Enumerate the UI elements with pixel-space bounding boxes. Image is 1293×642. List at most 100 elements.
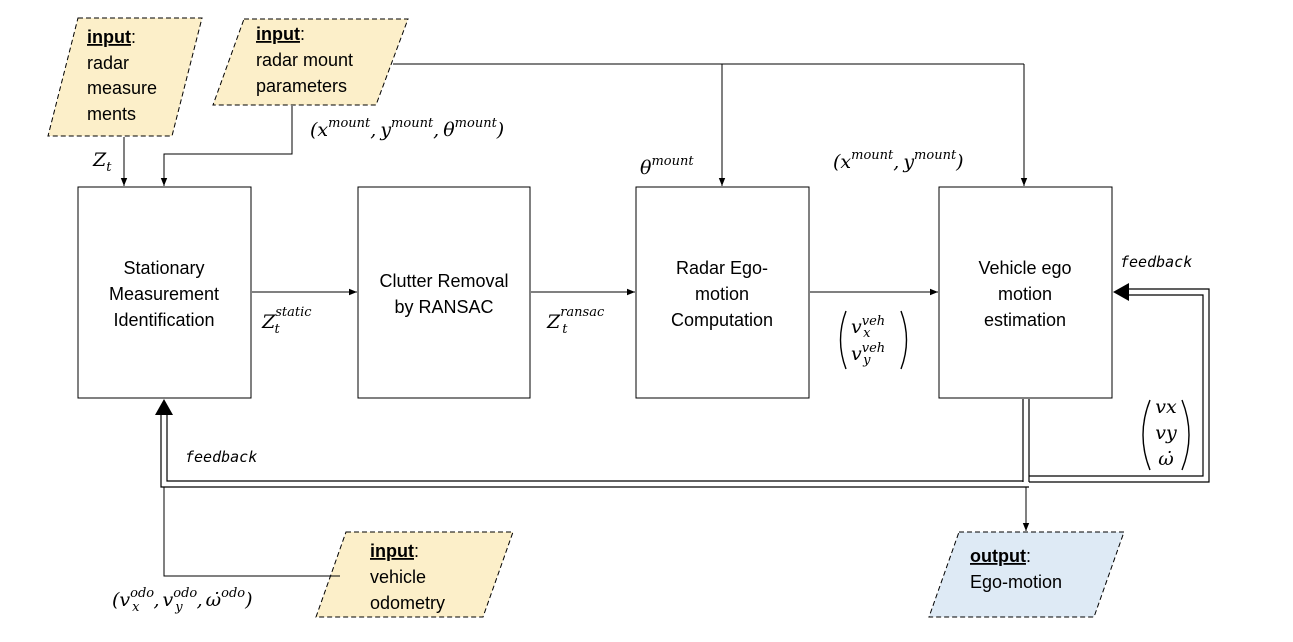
mount-x-sup: mount bbox=[328, 116, 371, 131]
mount-open: ( bbox=[310, 119, 318, 141]
mountxy-comma: , bbox=[893, 151, 899, 173]
label-vec-out: vx vy ω̇ bbox=[1142, 396, 1190, 471]
vveh-sup1: veh bbox=[862, 314, 885, 329]
input-colon: : bbox=[414, 541, 419, 561]
feedback-arrowhead-up bbox=[155, 399, 173, 415]
odo-open: ( bbox=[112, 589, 120, 611]
output-ego-motion-shape bbox=[928, 531, 1125, 618]
odo-close: ) bbox=[244, 589, 252, 611]
mountxy-open: ( bbox=[833, 151, 841, 173]
arrow-mount-to-stationary bbox=[160, 106, 293, 186]
block-clutter-line-2: by RANSAC bbox=[394, 297, 493, 317]
input-vehicle-odometry-shape bbox=[315, 531, 514, 618]
input-keyword: input bbox=[370, 541, 414, 561]
zt-sub: t bbox=[106, 160, 112, 175]
odo-vx-sub: x bbox=[132, 600, 140, 615]
input-radar-measurements-line-1: radar bbox=[87, 53, 129, 73]
zstatic-sub: t bbox=[275, 322, 281, 337]
block-vehicle-ego-motion bbox=[938, 186, 1113, 399]
zstatic-sup: static bbox=[275, 305, 312, 320]
input-radar-mount-shape bbox=[212, 18, 409, 106]
zransac-sup: ransac bbox=[560, 305, 605, 320]
odo-comma: , bbox=[197, 589, 203, 611]
mountxy-x-sup: mount bbox=[851, 148, 894, 163]
input-colon: : bbox=[131, 27, 136, 47]
vec-out-vx: vx bbox=[1155, 396, 1177, 418]
label-theta-mount: θmount bbox=[640, 154, 694, 179]
block-radar-ego-line-2: motion bbox=[695, 284, 749, 304]
zstatic-base: Z bbox=[261, 311, 276, 333]
v-veh-paren-left bbox=[839, 310, 847, 370]
feedback-right-inner bbox=[1029, 294, 1204, 477]
output-title: output: bbox=[970, 546, 1031, 566]
vveh-v1: v bbox=[851, 316, 862, 338]
zransac-base: Z bbox=[546, 311, 561, 333]
output-keyword: output bbox=[970, 546, 1026, 566]
label-feedback-bottom: feedback bbox=[185, 448, 257, 466]
mount-theta-sup: mount bbox=[455, 116, 498, 131]
vveh-sub2: y bbox=[862, 353, 871, 368]
vec-out-omega: ω̇ bbox=[1158, 448, 1174, 470]
input-vehicle-odometry-line-1: vehicle bbox=[370, 567, 426, 587]
output-colon: : bbox=[1026, 546, 1031, 566]
mountxy-x: x bbox=[840, 151, 851, 173]
odo-vx-sup: odo bbox=[130, 586, 154, 601]
v-veh-paren-right bbox=[900, 310, 908, 370]
mount-close: ) bbox=[496, 119, 504, 141]
connectors bbox=[120, 63, 1030, 577]
mountxy-y: y bbox=[902, 151, 914, 173]
feedback-right-outer bbox=[1029, 288, 1210, 483]
input-colon: : bbox=[300, 24, 305, 44]
feedback-lines bbox=[160, 288, 1210, 488]
input-keyword: input bbox=[87, 27, 131, 47]
block-clutter-line-1: Clutter Removal bbox=[379, 271, 508, 291]
odo-vy-sup: odo bbox=[173, 586, 197, 601]
block-vehicle-ego-line-2: motion bbox=[998, 284, 1052, 304]
block-stationary-measurement bbox=[77, 186, 252, 399]
mount-theta: θ bbox=[443, 119, 455, 141]
block-stationary-line-2: Measurement bbox=[109, 284, 219, 304]
theta-base: θ bbox=[640, 157, 652, 179]
input-radar-mount-line-1: radar mount bbox=[256, 50, 353, 70]
mount-x: x bbox=[317, 119, 328, 141]
label-z-static: Zstatic t bbox=[261, 305, 312, 337]
label-zt: Zt bbox=[92, 149, 112, 175]
input-radar-measurements-shape bbox=[47, 17, 203, 137]
vveh-sub1: x bbox=[863, 326, 871, 341]
odo-omega: ω̇ bbox=[206, 589, 222, 611]
input-radar-mount-line-2: parameters bbox=[256, 76, 347, 96]
input-radar-measurements-line-3: ments bbox=[87, 104, 136, 124]
vec-out-paren-left bbox=[1142, 399, 1151, 471]
mountxy-close: ) bbox=[955, 151, 963, 173]
vec-out-vy: vy bbox=[1155, 422, 1177, 444]
block-clutter-removal bbox=[357, 186, 531, 399]
output-line-1: Ego-motion bbox=[970, 572, 1062, 592]
block-stationary-line-1: Stationary bbox=[123, 258, 204, 278]
input-vehicle-odometry-line-2: odometry bbox=[370, 593, 445, 613]
theta-sup: mount bbox=[651, 154, 694, 169]
feedback-arrowhead-left bbox=[1113, 283, 1129, 301]
odo-vy: v bbox=[163, 589, 174, 611]
block-stationary-line-3: Identification bbox=[113, 310, 214, 330]
block-radar-ego-line-3: Computation bbox=[671, 310, 773, 330]
zt-base: Z bbox=[92, 149, 107, 171]
input-keyword: input bbox=[256, 24, 300, 44]
odo-comma: , bbox=[153, 589, 159, 611]
label-mount-xy: (xmount,ymount) bbox=[833, 148, 964, 173]
vec-out-paren-right bbox=[1181, 399, 1190, 471]
input-radar-measurements-line-2: measure bbox=[87, 78, 157, 98]
mount-comma: , bbox=[433, 119, 439, 141]
mount-comma: , bbox=[370, 119, 376, 141]
input-vehicle-odometry-title: input: bbox=[370, 541, 419, 561]
odo-vx: v bbox=[119, 589, 130, 611]
block-radar-ego-line-1: Radar Ego- bbox=[676, 258, 768, 278]
block-vehicle-ego-line-3: estimation bbox=[984, 310, 1066, 330]
vveh-sup2: veh bbox=[862, 341, 885, 356]
label-mount-full: (xmount,ymount,θmount) bbox=[310, 116, 504, 141]
